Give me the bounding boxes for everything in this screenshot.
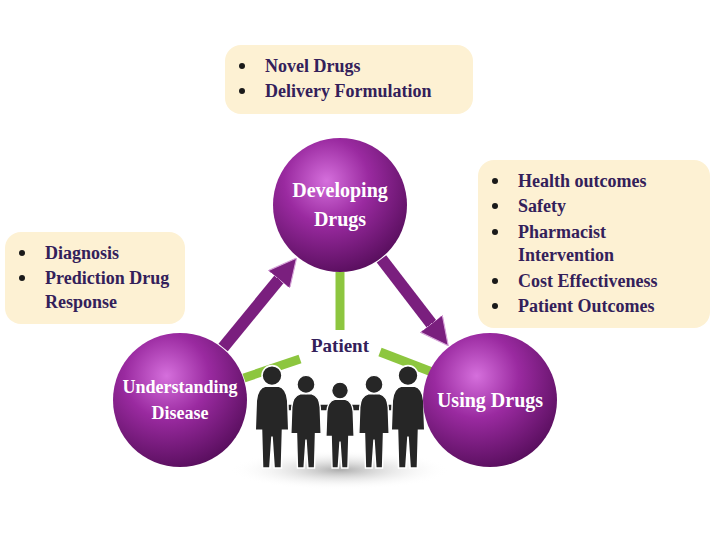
bullet-text: Safety — [518, 195, 566, 218]
flow-arrow — [381, 259, 436, 330]
patient-link — [336, 272, 345, 330]
person-head — [262, 366, 282, 386]
person-body — [359, 394, 389, 468]
bullet-text: Cost Effectiveness — [518, 270, 657, 293]
circle-shape — [272, 137, 408, 273]
circle-label-box: Using Drugs — [430, 332, 550, 468]
callout-box: Health outcomesSafetyPharmacist Interven… — [478, 160, 710, 328]
bullet-dot — [492, 278, 498, 284]
patient-label: Patient — [308, 335, 372, 357]
bullet-dot — [492, 229, 498, 235]
person-head — [332, 382, 349, 399]
bullet-dot — [239, 88, 245, 94]
circle-label: Understanding Disease — [120, 374, 240, 426]
person-figure — [255, 366, 289, 468]
bullet-text: Prediction Drug Response — [45, 267, 175, 314]
person-body — [326, 399, 354, 468]
bullet-item: Diagnosis — [13, 242, 175, 265]
circle-label: Using Drugs — [437, 386, 543, 415]
bullet-dot — [492, 203, 498, 209]
bullet-item: Health outcomes — [486, 170, 700, 193]
person-body — [255, 386, 289, 468]
person-body — [391, 386, 425, 468]
person-head — [365, 375, 383, 393]
bullet-item: Prediction Drug Response — [13, 267, 175, 314]
bullet-text: Novel Drugs — [265, 55, 361, 78]
bullet-text: Diagnosis — [45, 242, 119, 265]
circle-shape — [112, 332, 248, 468]
circle-fill — [273, 138, 407, 272]
topic-circle: Using Drugs — [422, 332, 558, 468]
person-figure — [291, 375, 321, 468]
person-body — [291, 394, 321, 468]
bullet-item: Novel Drugs — [233, 55, 463, 78]
person-figure — [326, 382, 354, 468]
bullet-dot — [492, 178, 498, 184]
topic-circle: Developing Drugs — [272, 137, 408, 273]
people-chain — [255, 366, 425, 468]
circle-label-box: Understanding Disease — [120, 332, 240, 468]
circle-fill — [113, 333, 247, 467]
person-head — [398, 366, 418, 386]
bullet-text: Pharmacist Intervention — [518, 221, 700, 268]
bullet-item: Safety — [486, 195, 700, 218]
bullet-dot — [492, 303, 498, 309]
person-figure — [391, 366, 425, 468]
bullet-text: Health outcomes — [518, 170, 646, 193]
person-figure — [359, 375, 389, 468]
bullet-text: Patient Outcomes — [518, 295, 654, 318]
bullet-dot — [19, 275, 25, 281]
bullet-dot — [19, 250, 25, 256]
circle-label: Developing Drugs — [280, 176, 400, 234]
bullet-text: Delivery Formulation — [265, 80, 431, 103]
bullet-item: Patient Outcomes — [486, 295, 700, 318]
flow-arrow — [223, 273, 284, 347]
topic-circle: Understanding Disease — [112, 332, 248, 468]
bullet-dot — [239, 63, 245, 69]
circle-label-box: Developing Drugs — [280, 137, 400, 273]
person-head — [297, 375, 315, 393]
callout-box: Novel DrugsDelivery Formulation — [225, 45, 473, 114]
bullet-item: Cost Effectiveness — [486, 270, 700, 293]
bullet-item: Delivery Formulation — [233, 80, 463, 103]
bullet-item: Pharmacist Intervention — [486, 221, 700, 268]
callout-box: DiagnosisPrediction Drug Response — [5, 232, 185, 324]
circle-fill — [423, 333, 557, 467]
